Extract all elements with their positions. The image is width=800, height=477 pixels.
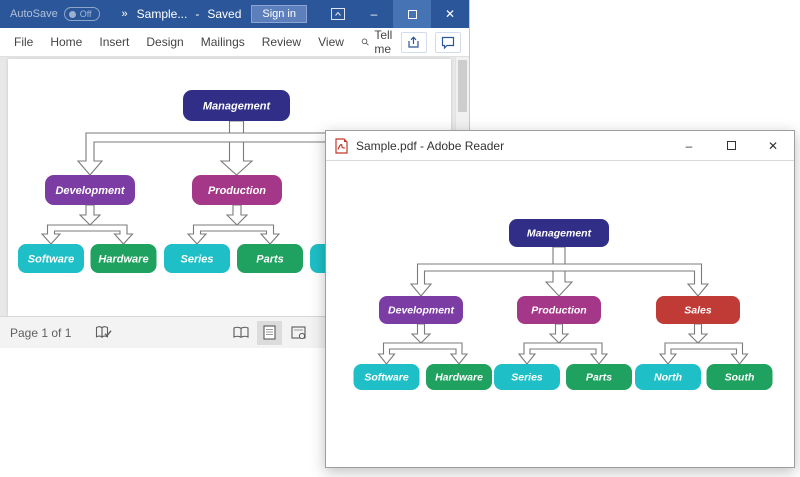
autosave-label: AutoSave — [10, 8, 58, 20]
close-icon: ✕ — [444, 7, 456, 21]
node-production-label: Production — [531, 305, 586, 317]
share-button[interactable] — [401, 31, 427, 53]
node-hardware — [426, 364, 492, 390]
connector-production-stub — [548, 323, 570, 344]
node-software-label: Software — [364, 372, 409, 384]
node-parts-label: Parts — [586, 372, 612, 384]
ribbon-display-options-glyph — [331, 8, 345, 20]
tab-mailings[interactable]: Mailings — [200, 35, 245, 49]
autosave-toggle[interactable]: AutoSave Off — [10, 7, 100, 21]
node-sales — [656, 296, 740, 324]
connector-production-branches — [517, 342, 609, 365]
node-parts — [566, 364, 632, 390]
maximize-icon — [407, 9, 417, 19]
node-north — [635, 364, 701, 390]
node-development-label: Development — [388, 305, 454, 317]
menubar-right-icons — [401, 31, 461, 53]
connector-development-branches — [377, 342, 469, 365]
proofing-status-icon — [96, 326, 112, 339]
tab-file[interactable]: File — [14, 35, 34, 49]
autosave-state: Off — [79, 9, 92, 19]
toggle-dot-icon — [68, 10, 76, 18]
node-production — [517, 296, 601, 324]
word-minimize-button[interactable]: – — [355, 0, 393, 28]
adobe-window-controls: – ✕ — [668, 131, 794, 160]
node-management-label: Management — [527, 228, 592, 240]
tab-review[interactable]: Review — [261, 35, 302, 49]
pdf-org-chart: Management Development Production Sales … — [353, 219, 773, 390]
tab-insert[interactable]: Insert — [99, 35, 130, 49]
save-status: Saved — [207, 7, 242, 21]
minimize-icon: – — [685, 138, 693, 153]
node-development — [379, 296, 463, 324]
connector-sales-branches — [658, 342, 749, 365]
node-south-label: South — [725, 372, 755, 384]
autosave-toggle-pill[interactable]: Off — [63, 7, 100, 21]
web-layout-icon — [291, 325, 306, 339]
proofing-status-button[interactable] — [95, 325, 112, 340]
ribbon-display-options-icon[interactable] — [321, 0, 355, 28]
tab-home[interactable]: Home — [50, 35, 83, 49]
web-layout-button[interactable] — [286, 321, 311, 345]
comments-button[interactable] — [435, 31, 461, 53]
tab-design[interactable]: Design — [146, 35, 184, 49]
scrollbar-thumb[interactable] — [458, 60, 467, 112]
node-series — [494, 364, 560, 390]
view-buttons — [228, 320, 311, 345]
maximize-icon — [726, 141, 736, 150]
print-layout-icon — [263, 325, 276, 340]
word-titlebar: AutoSave Off » Sample... - Saved Sign in — [0, 0, 469, 28]
search-icon — [361, 38, 369, 46]
print-layout-button[interactable] — [257, 320, 282, 345]
tell-me-label: Tell me — [374, 28, 393, 56]
connector-development-stub — [410, 323, 432, 344]
node-series-label: Series — [511, 372, 543, 384]
node-south — [706, 364, 773, 390]
quick-access-overflow-icon[interactable]: » — [121, 8, 128, 20]
adobe-close-button[interactable]: ✕ — [752, 131, 794, 160]
share-icon — [408, 35, 419, 48]
node-management — [509, 219, 609, 247]
sign-in-button[interactable]: Sign in — [251, 5, 307, 23]
adobe-window-title: Sample.pdf - Adobe Reader — [356, 138, 505, 153]
word-menubar: File Home Insert Design Mailings Review … — [0, 28, 469, 57]
node-north-label: North — [654, 372, 682, 384]
read-mode-button[interactable] — [228, 321, 253, 345]
adobe-reader-window: Sample.pdf - Adobe Reader – ✕ — [325, 130, 795, 468]
pdf-file-icon — [334, 137, 349, 154]
document-title: Sample... — [136, 7, 188, 21]
read-mode-icon — [232, 326, 249, 338]
word-close-button[interactable]: ✕ — [431, 0, 469, 28]
title-separator: - — [195, 7, 200, 21]
close-icon: ✕ — [767, 138, 779, 153]
adobe-minimize-button[interactable]: – — [668, 131, 710, 160]
adobe-titlebar: Sample.pdf - Adobe Reader – ✕ — [326, 131, 794, 161]
word-maximize-button[interactable] — [393, 0, 431, 28]
page-indicator[interactable]: Page 1 of 1 — [10, 325, 72, 340]
node-sales-label: Sales — [684, 305, 712, 317]
minimize-icon: – — [370, 7, 378, 21]
connector-sales-stub — [687, 323, 709, 344]
node-software — [353, 364, 420, 390]
tab-view[interactable]: View — [318, 35, 344, 49]
adobe-content-area: Management Development Production Sales … — [326, 161, 794, 467]
comments-icon — [441, 36, 455, 49]
tell-me-box[interactable]: Tell me — [361, 28, 401, 56]
word-title: Sample... - Saved — [127, 7, 252, 21]
adobe-maximize-button[interactable] — [710, 131, 752, 160]
node-hardware-label: Hardware — [435, 372, 483, 384]
